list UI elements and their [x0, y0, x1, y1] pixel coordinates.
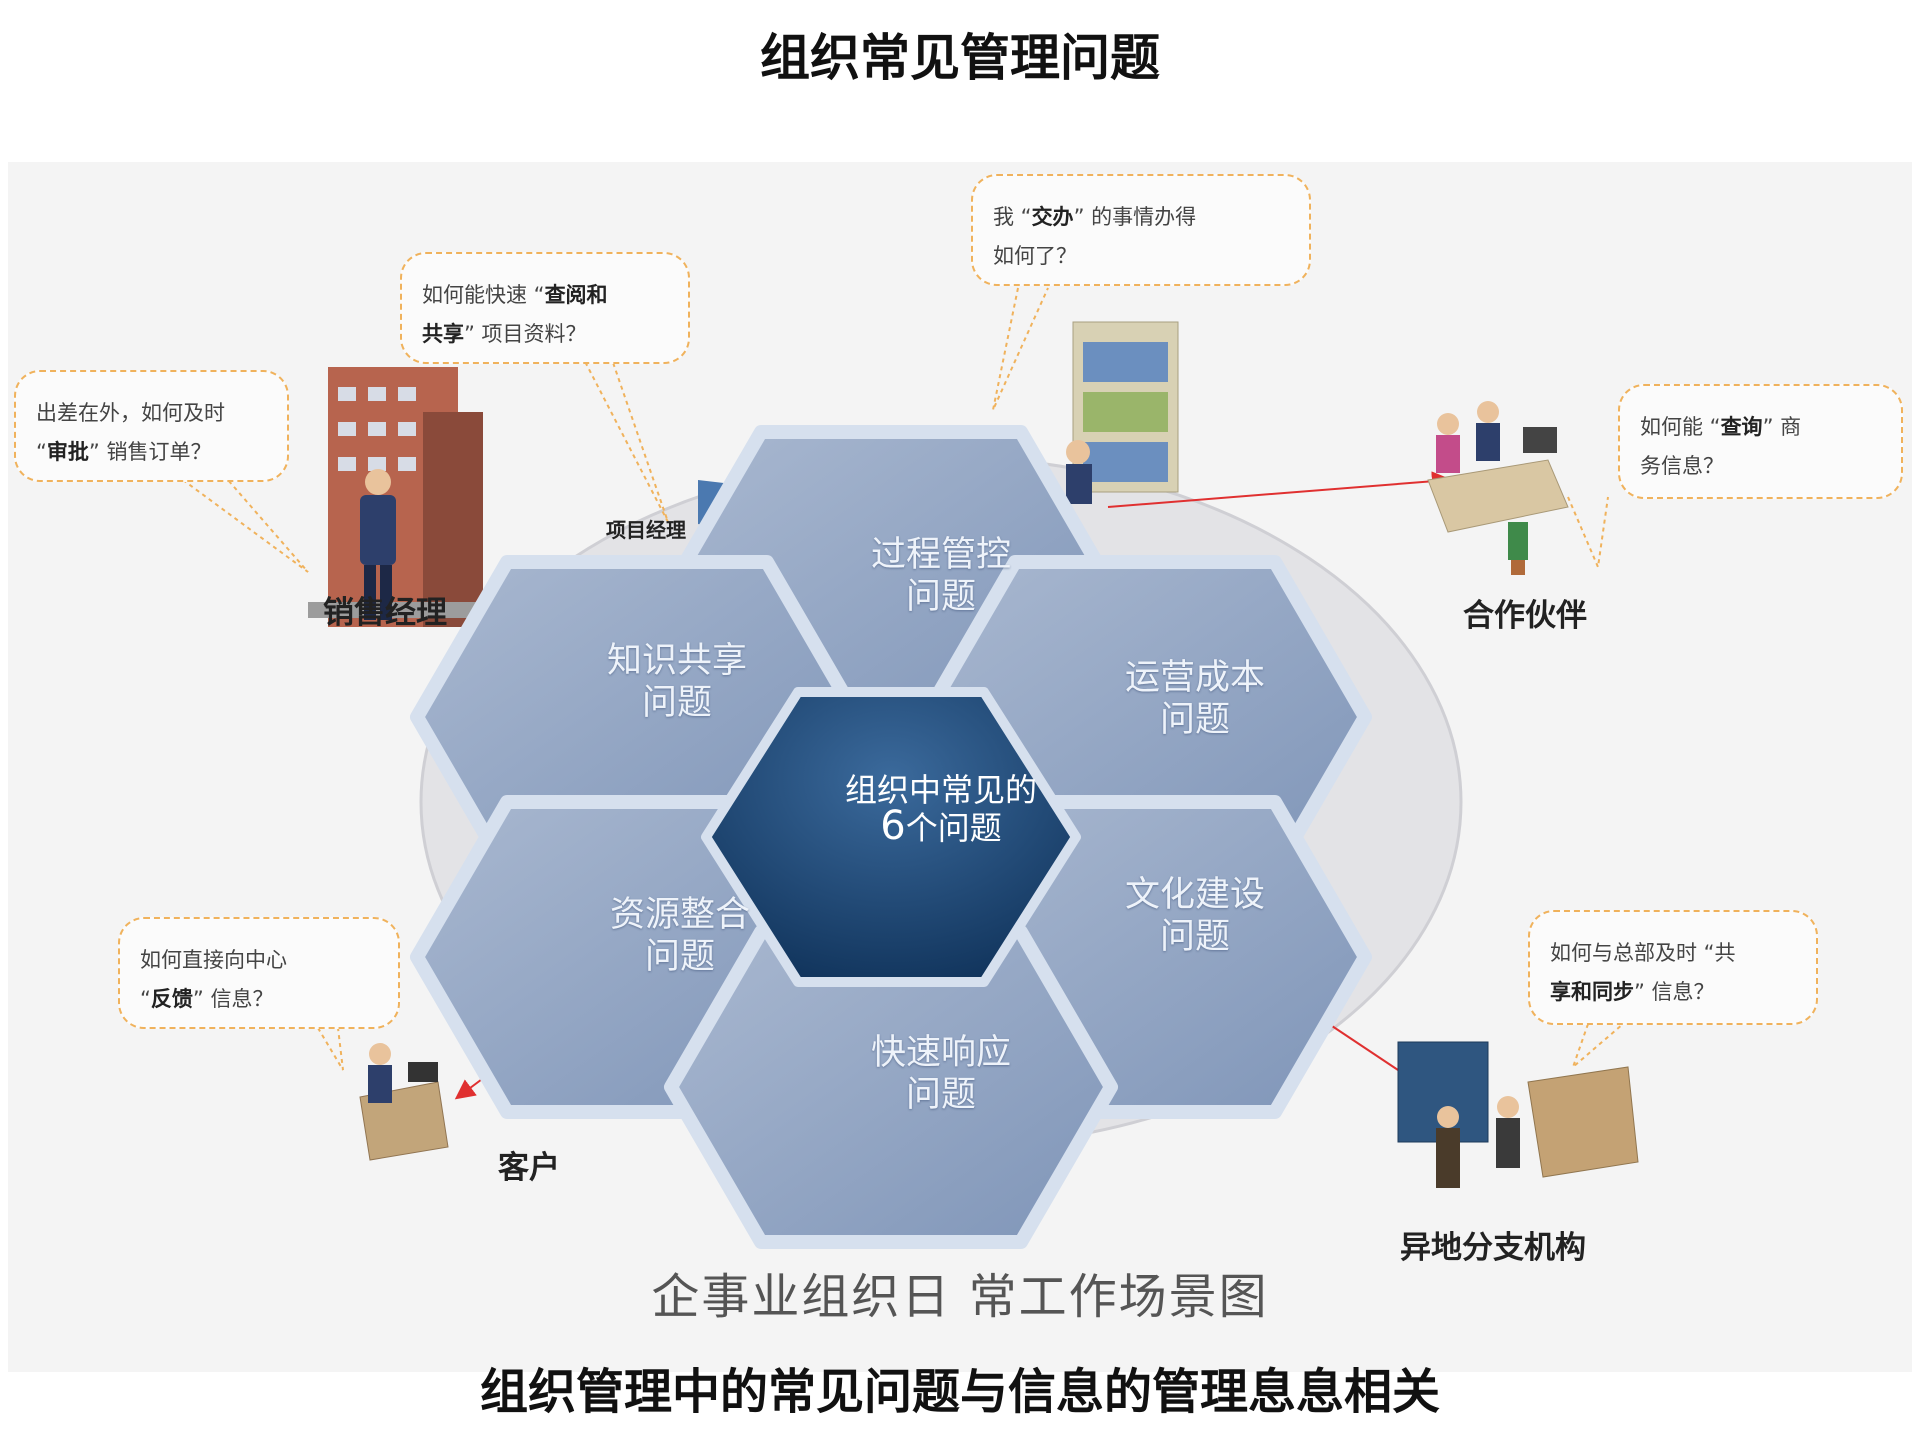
scene-graphics	[182, 287, 1639, 1249]
bubble-project-line1: 如何能快速 “	[422, 283, 545, 307]
role-branch: 异地分支机构	[1400, 1230, 1586, 1266]
bubble-partner-line1: 如何能 “	[1640, 415, 1721, 439]
arrow-to-partner	[1107, 471, 1452, 508]
sales-person-figure	[360, 469, 396, 620]
page-title: 组织常见管理问题	[760, 29, 1160, 87]
center-label: 组织中常见的 6个问题	[791, 772, 1091, 846]
scene-caption: 企事业组织日 常工作场景图	[651, 1269, 1269, 1325]
hex-label-lower-left: 资源整合 问题	[530, 894, 830, 978]
bubble-project-manager: 如何能快速 “查阅和 共享” 项目资料？	[400, 252, 690, 364]
bubble-partner-line1-rest: ” 商	[1762, 415, 1802, 439]
hex-label-upper-right: 运营成本 问题	[1045, 657, 1345, 741]
bubble-boss-line2: 如何了？	[993, 244, 1077, 268]
hex-top-line2: 问题	[905, 577, 976, 617]
hex-lower-left-line1: 资源整合	[609, 895, 750, 935]
customer-desk	[359, 1043, 449, 1161]
bubble-sales-manager: 出差在外，如何及时 “审批” 销售订单？	[14, 370, 289, 482]
bubble-customer-quote-open: “	[140, 987, 151, 1011]
role-project-manager: 项目经理	[606, 518, 686, 542]
bubble-customer: 如何直接向中心 “反馈” 信息？	[118, 917, 400, 1029]
bubble-boss-line1-rest: ” 的事情办得	[1073, 205, 1197, 229]
role-sales-manager: 销售经理	[323, 595, 447, 631]
hex-bottom-line2: 问题	[905, 1075, 976, 1115]
role-customer: 客户	[498, 1150, 560, 1186]
bubble-sales-keyword: 审批	[46, 440, 89, 464]
bubble-boss-line1: 我 “	[993, 205, 1032, 229]
bubble-sales-quote-open: “	[36, 440, 47, 464]
hex-upper-right-line1: 运营成本	[1124, 658, 1265, 698]
bubble-branch-line2-rest: ” 信息？	[1634, 980, 1715, 1004]
bubble-branch-keyword: 享和同步	[1550, 980, 1634, 1004]
office-bookshelf	[1066, 321, 1179, 504]
bubble-partner-keyword: 查询	[1720, 415, 1763, 439]
footer-title: 组织管理中的常见问题与信息的管理息息相关	[479, 1364, 1440, 1420]
hex-label-bottom: 快速响应 问题	[791, 1032, 1091, 1116]
hex-upper-right-line2: 问题	[1159, 700, 1230, 740]
bubble-boss: 我 “交办” 的事情办得 如何了？	[971, 174, 1311, 286]
bubble-customer-line2-rest: ” 信息？	[192, 987, 274, 1011]
bubble-sales-line1: 出差在外，如何及时	[36, 401, 225, 425]
hex-upper-left-line2: 问题	[641, 683, 712, 723]
bubble-branch-line1: 如何与总部及时 “共	[1550, 941, 1736, 965]
hex-lower-right-line2: 问题	[1159, 917, 1230, 957]
hex-upper-left-line1: 知识共享	[606, 641, 747, 681]
bubble-sales-line2-rest: ” 销售订单？	[88, 440, 212, 464]
hex-label-lower-right: 文化建设 问题	[1045, 874, 1345, 958]
hex-top-line1: 过程管控	[870, 535, 1011, 575]
bubble-partner: 如何能 “查询” 商 务信息？	[1618, 384, 1903, 499]
bubble-project-keyword2: 共享	[422, 322, 464, 346]
bubble-tails	[182, 287, 1624, 1071]
bubble-boss-keyword: 交办	[1031, 205, 1074, 229]
partner-office	[1427, 401, 1569, 575]
bubble-project-keyword1: 查阅和	[544, 283, 608, 307]
bubble-customer-keyword: 反馈	[150, 987, 193, 1011]
center-line2: 个问题	[905, 809, 1002, 847]
hex-label-top: 过程管控 问题	[791, 534, 1091, 618]
hex-lower-left-line2: 问题	[644, 937, 715, 977]
building-illustration	[308, 367, 508, 627]
hex-label-upper-left: 知识共享 问题	[527, 640, 827, 724]
center-number: 6	[880, 803, 906, 849]
bubble-project-line2-rest: ” 项目资料？	[464, 322, 587, 346]
branch-office	[1397, 1041, 1639, 1188]
role-partner: 合作伙伴	[1463, 598, 1587, 634]
center-line1: 组织中常见的	[844, 771, 1037, 809]
bubble-customer-line1: 如何直接向中心	[140, 948, 287, 972]
hex-lower-right-line1: 文化建设	[1124, 875, 1265, 915]
bubble-branch: 如何与总部及时 “共 享和同步” 信息？	[1528, 910, 1818, 1025]
hex-bottom-line1: 快速响应	[870, 1033, 1011, 1073]
hex-center	[701, 687, 1081, 987]
bubble-partner-line2: 务信息？	[1640, 454, 1724, 478]
scene-diagram: 过程管控 问题 知识共享 问题 运营成本 问题 资源整合 问题 文化建设 问题 …	[8, 162, 1912, 1372]
